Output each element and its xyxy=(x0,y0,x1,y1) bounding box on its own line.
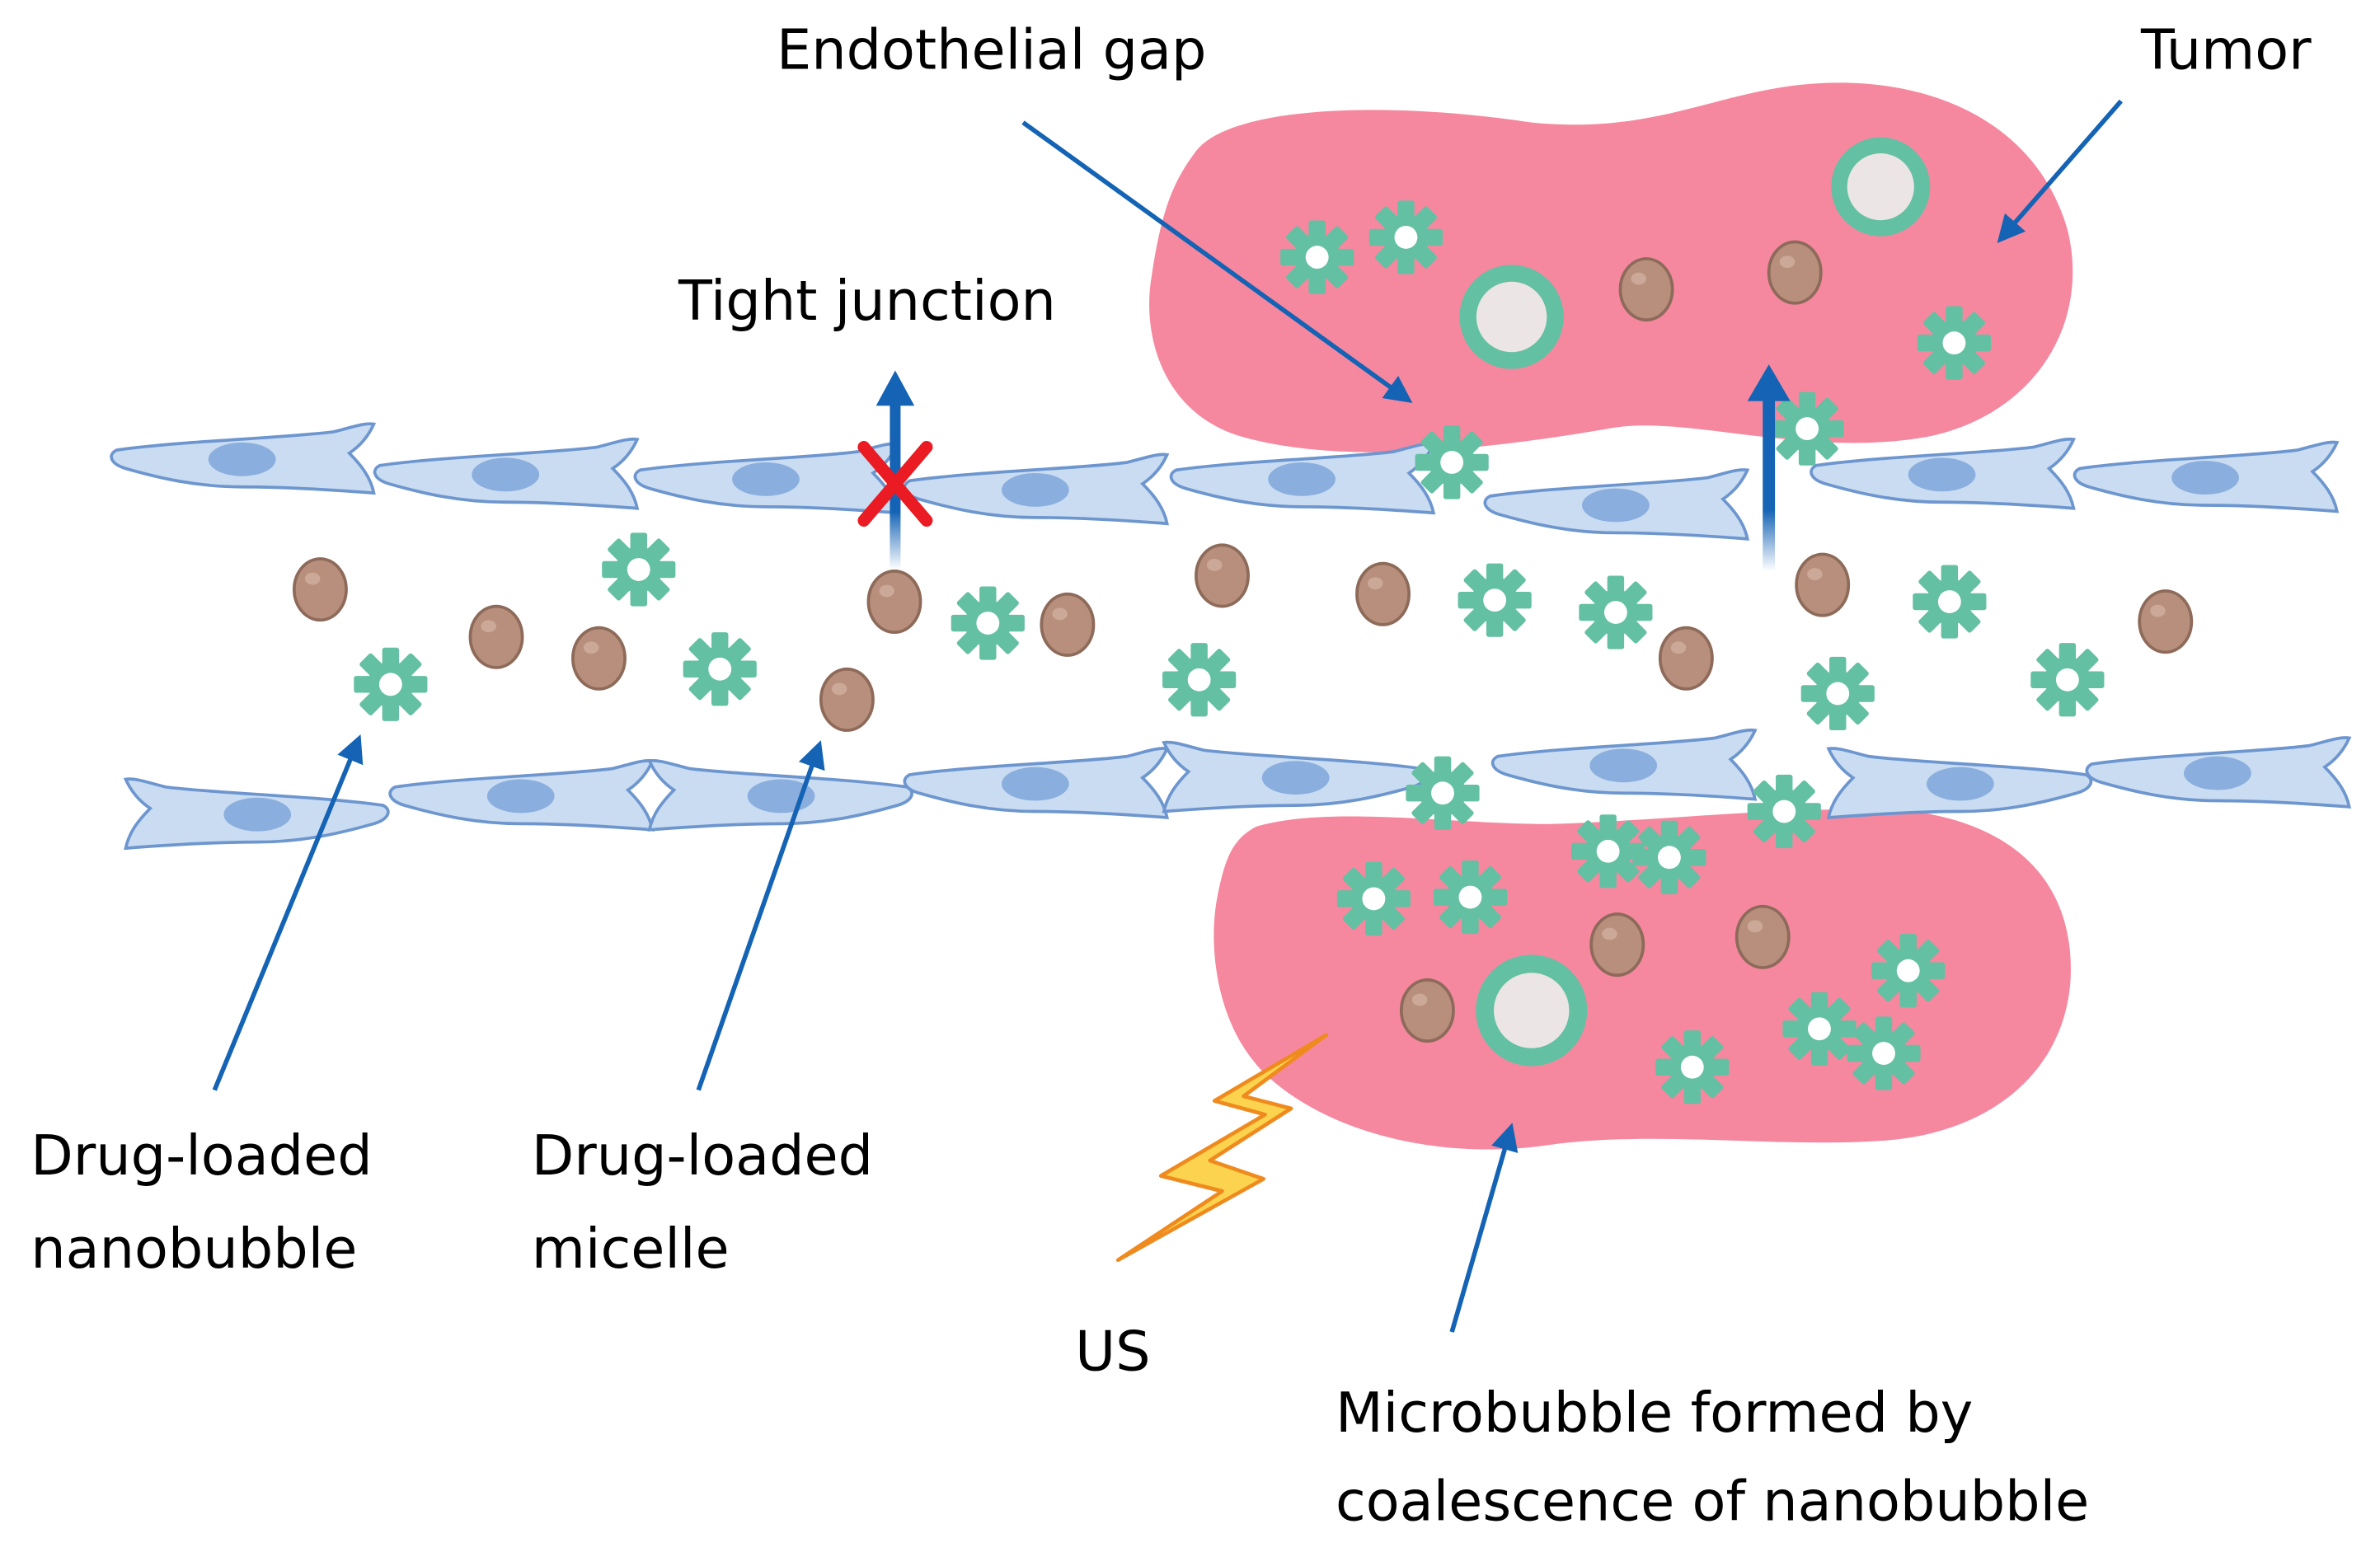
label-tumor: Tumor xyxy=(2140,18,2312,82)
endothelial-cell xyxy=(1162,740,1429,814)
nanobubble-icon xyxy=(1162,643,1237,717)
tumor-pointer xyxy=(1997,99,2124,243)
endothelial-cell xyxy=(2085,736,2351,809)
label-nanobubble-line1: Drug-loaded xyxy=(31,1123,372,1188)
endothelial-cell xyxy=(633,442,899,515)
label-us: US xyxy=(1075,1320,1150,1384)
micelle-icon xyxy=(2138,589,2194,654)
micelle-icon xyxy=(1355,561,1411,626)
endothelial-layer-upper xyxy=(110,422,2339,541)
nanobubble-icon xyxy=(354,647,428,721)
nanobubble-icon xyxy=(1280,220,1354,294)
nanobubble-icon xyxy=(2030,643,2105,717)
nanobubble-icon xyxy=(683,632,757,706)
micelle-icon xyxy=(1795,552,1851,617)
nanobubble-pointer xyxy=(212,734,364,1091)
micelle-icon xyxy=(1735,904,1791,969)
tumor-lower xyxy=(1213,809,2071,1150)
nanobubble-icon xyxy=(1406,756,1480,830)
tumor-upper xyxy=(1149,82,2073,452)
micelle-icon xyxy=(819,667,875,732)
micelle-icon xyxy=(1767,240,1823,305)
label-microbubble-line2: coalescence of nanobubble xyxy=(1336,1470,2089,1534)
nanobubble-icon xyxy=(1433,860,1508,935)
ultrasound-lightning-icon xyxy=(1115,1033,1329,1263)
nanobubble-icon xyxy=(1368,200,1443,274)
tight-junction-arrowhead xyxy=(875,370,915,406)
microbubble-icon xyxy=(1459,265,1564,369)
nanobubble-icon xyxy=(1336,861,1411,935)
microbubble-icon xyxy=(1476,954,1588,1067)
endothelial-cell xyxy=(124,777,390,850)
label-micelle-line1: Drug-loaded xyxy=(532,1123,873,1188)
micelle-icon xyxy=(1658,626,1714,691)
nanobubble-icon xyxy=(1415,425,1489,499)
label-micelle-line2: micelle xyxy=(532,1217,730,1281)
micelle-pointer xyxy=(696,740,825,1091)
label-microbubble-line1: Microbubble formed by xyxy=(1336,1381,1973,1445)
microbubble-icon xyxy=(1831,137,1931,237)
nanobubble-icon xyxy=(1917,306,1992,380)
endothelial-cell xyxy=(2073,440,2339,513)
nanobubble-icon xyxy=(1800,656,1875,731)
micelle-icon xyxy=(1040,592,1096,657)
nanobubble-icon xyxy=(1847,1016,1921,1090)
nanobubble-icon xyxy=(1770,392,1844,466)
endothelial-cell xyxy=(1483,468,1749,541)
nanobubble-icon xyxy=(1747,774,1821,849)
micelle-icon xyxy=(468,604,524,669)
micelle-icon xyxy=(1195,543,1250,608)
endothelial-cell xyxy=(1810,437,2076,510)
nanobubble-icon xyxy=(1913,565,1987,639)
nanobubble-icon xyxy=(1579,575,1653,649)
microbubble-pointer xyxy=(1449,1123,1519,1333)
endothelial-cell xyxy=(903,452,1169,526)
endothelial-cell xyxy=(1490,728,1757,801)
label-endothelial-gap: Endothelial gap xyxy=(777,18,1207,82)
label-nanobubble-line2: nanobubble xyxy=(31,1217,357,1281)
label-tight-junction: Tight junction xyxy=(678,269,1056,333)
endothelial-cell xyxy=(1169,442,1435,515)
extravasation-arrow xyxy=(1763,395,1776,571)
micelle-icon xyxy=(292,557,348,622)
micelle-icon xyxy=(1589,912,1645,978)
endothelial-layer-lower xyxy=(124,728,2351,850)
endothelial-cell xyxy=(110,422,376,495)
extravasation-arrowhead xyxy=(1747,364,1791,401)
nanobubble-icon xyxy=(1655,1030,1730,1104)
endothelial-cell xyxy=(373,437,639,510)
micelle-icon xyxy=(866,570,922,635)
nanobubble-icon xyxy=(951,586,1025,660)
nanobubble-icon xyxy=(1782,992,1857,1066)
endothelial-cell xyxy=(903,747,1169,819)
blocked-x-icon xyxy=(857,440,933,527)
nanobubble-icon xyxy=(1458,563,1532,637)
endothelial-cell xyxy=(1827,747,2093,819)
endothelial-cell xyxy=(647,758,913,832)
micelle-icon xyxy=(571,626,627,691)
endothelial-gap-pointer xyxy=(1021,120,1413,404)
endothelial-cell xyxy=(388,758,655,832)
nanobubble-icon xyxy=(1871,934,1946,1008)
nanobubble-icon xyxy=(1632,820,1706,894)
nanobubble-icon xyxy=(602,532,676,607)
micelle-icon xyxy=(1618,257,1674,322)
micelle-icon xyxy=(1399,978,1455,1043)
